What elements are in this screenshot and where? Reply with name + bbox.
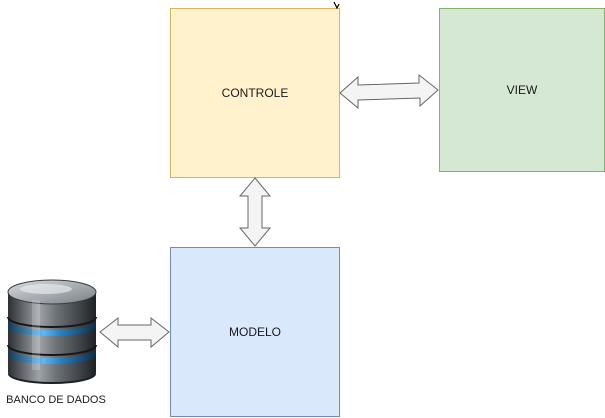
corner-marker <box>333 1 340 10</box>
arrow-controle-modelo[interactable] <box>238 177 272 247</box>
database-label: BANCO DE DADOS <box>6 394 106 406</box>
database-icon <box>7 279 97 384</box>
modelo-label: MODELO <box>228 325 281 339</box>
view-box[interactable]: VIEW <box>439 8 605 172</box>
arrow-database-modelo[interactable] <box>99 316 170 349</box>
arrow-controle-view[interactable] <box>339 73 439 110</box>
modelo-box[interactable]: MODELO <box>170 247 340 417</box>
controle-label: CONTROLE <box>221 86 289 100</box>
controle-box[interactable]: CONTROLE <box>170 8 340 178</box>
view-label: VIEW <box>506 83 538 97</box>
